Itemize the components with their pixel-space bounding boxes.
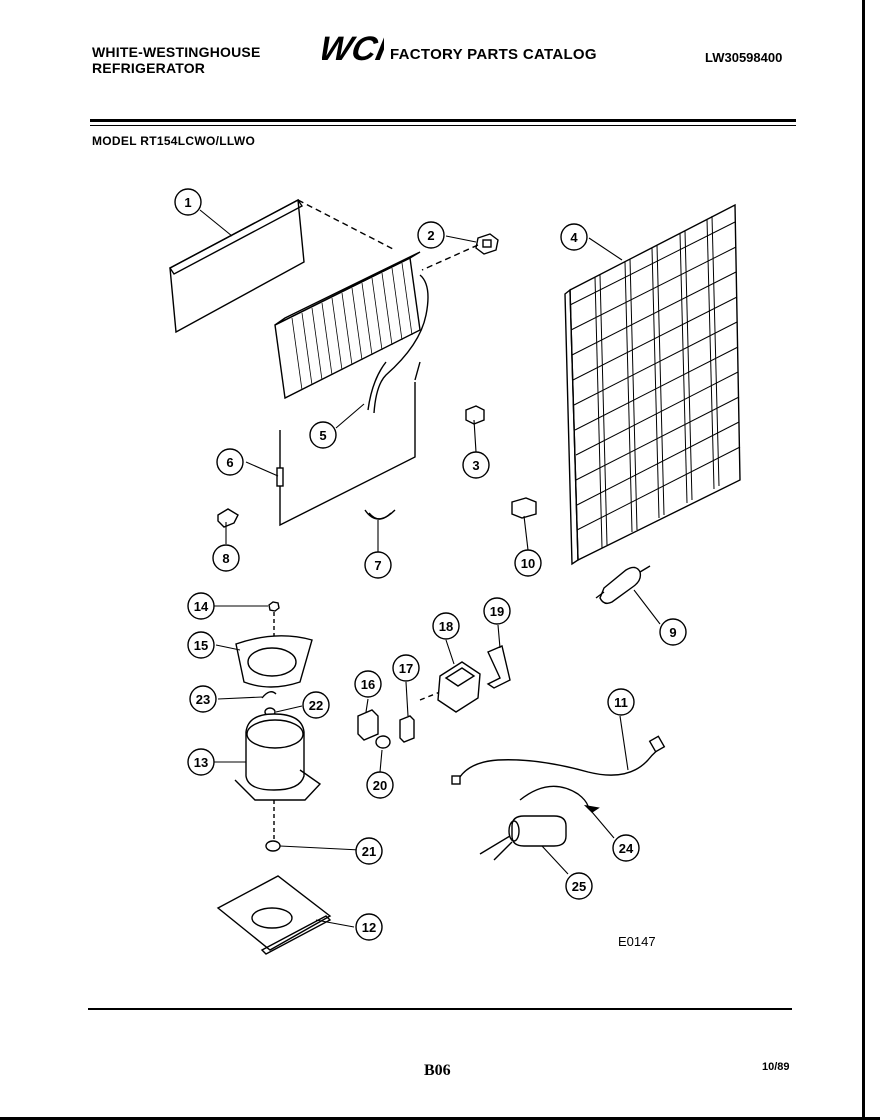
evaporator-assembly [274, 251, 429, 414]
callout-17: 17 [392, 654, 420, 682]
callout-16: 16 [354, 670, 382, 698]
svg-text:17: 17 [399, 661, 413, 676]
callout-20: 20 [366, 771, 394, 799]
svg-text:5: 5 [319, 428, 326, 443]
callout-11: 11 [607, 688, 635, 716]
part-25-capacitor [479, 815, 567, 861]
part-8-clip [217, 508, 239, 528]
callout-10: 10 [514, 549, 542, 577]
part-4-condenser [564, 203, 741, 566]
callout-24: 24 [612, 834, 640, 862]
brand-name: WHITE-WESTINGHOUSE [92, 44, 261, 60]
svg-text:14: 14 [194, 599, 209, 614]
part-3-clip [465, 405, 485, 425]
svg-text:24: 24 [619, 841, 634, 856]
svg-text:19: 19 [490, 604, 504, 619]
leader-lines [199, 209, 661, 928]
part-2-grommet [421, 233, 499, 271]
callout-15: 15 [187, 631, 215, 659]
svg-text:2: 2 [427, 228, 434, 243]
page-border-right [862, 0, 865, 1120]
page-border-bottom [0, 1117, 880, 1120]
part-12-bracket [216, 875, 332, 955]
svg-text:9: 9 [669, 625, 676, 640]
svg-text:22: 22 [309, 698, 323, 713]
part-10-clip [511, 497, 537, 519]
svg-text:8: 8 [222, 551, 229, 566]
svg-text:6: 6 [226, 455, 233, 470]
callout-13: 13 [187, 748, 215, 776]
callout-19: 19 [483, 597, 511, 625]
callout-22: 22 [302, 691, 330, 719]
part-6-heater-tube [276, 361, 421, 527]
part-18-cover [437, 661, 481, 713]
callout-25: 25 [565, 872, 593, 900]
callout-23: 23 [189, 685, 217, 713]
svg-text:15: 15 [194, 638, 208, 653]
part-24-strap [519, 785, 600, 813]
svg-text:4: 4 [570, 230, 578, 245]
svg-text:23: 23 [196, 692, 210, 707]
callout-2: 2 [417, 221, 445, 249]
part-13-compressor [234, 713, 322, 840]
callout-1: 1 [174, 188, 202, 216]
part-1-panel [168, 198, 396, 334]
callout-5: 5 [309, 421, 337, 449]
part-23-spring [261, 691, 277, 699]
model-number: MODEL RT154LCWO/LLWO [92, 134, 256, 148]
brand-block: WHITE-WESTINGHOUSE REFRIGERATOR [92, 44, 260, 76]
catalog-code: LW30598400 [705, 50, 783, 65]
callout-12: 12 [355, 913, 383, 941]
part-7-clamp [364, 509, 396, 520]
svg-text:11: 11 [614, 695, 628, 710]
part-11-cord [451, 735, 666, 785]
part-19-bracket [486, 645, 511, 689]
callout-21: 21 [355, 837, 383, 865]
callout-18: 18 [432, 612, 460, 640]
footer-rule [88, 1008, 792, 1010]
svg-text:21: 21 [362, 844, 376, 859]
callout-6: 6 [216, 448, 244, 476]
part-21-grommet [265, 840, 281, 852]
callout-8: 8 [212, 544, 240, 572]
svg-text:10: 10 [521, 556, 535, 571]
svg-text:7: 7 [374, 558, 381, 573]
footer-date: 10/89 [762, 1061, 790, 1073]
part-20-cap [375, 735, 391, 749]
svg-text:20: 20 [373, 778, 387, 793]
svg-text:12: 12 [362, 920, 376, 935]
callout-14: 14 [187, 592, 215, 620]
callout-3: 3 [462, 451, 490, 479]
part-15-cover [235, 635, 313, 688]
part-16-relay [357, 709, 379, 741]
part-5-tube [367, 361, 387, 411]
catalog-title: FACTORY PARTS CATALOG [390, 46, 597, 63]
part-17-overload [399, 715, 415, 743]
wci-logo: WCI [322, 30, 384, 66]
figure-code: E0147 [618, 934, 656, 949]
part-9-drier [595, 565, 651, 605]
callout-7: 7 [364, 551, 392, 579]
svg-text:1: 1 [184, 195, 191, 210]
callout-bubbles: 1 2 3 4 5 6 7 8 9 10 11 12 13 14 15 16 1… [174, 188, 687, 941]
header-rule-thin [90, 125, 796, 126]
svg-text:25: 25 [572, 879, 586, 894]
page-code: B06 [424, 1062, 451, 1079]
callout-4: 4 [560, 223, 588, 251]
svg-text:16: 16 [361, 677, 375, 692]
product-type: REFRIGERATOR [92, 60, 206, 76]
wci-logo-text: WCI [322, 30, 384, 66]
header-rule-thick [90, 119, 796, 122]
svg-text:3: 3 [472, 458, 479, 473]
svg-text:18: 18 [439, 619, 453, 634]
svg-text:13: 13 [194, 755, 208, 770]
callout-9: 9 [659, 618, 687, 646]
